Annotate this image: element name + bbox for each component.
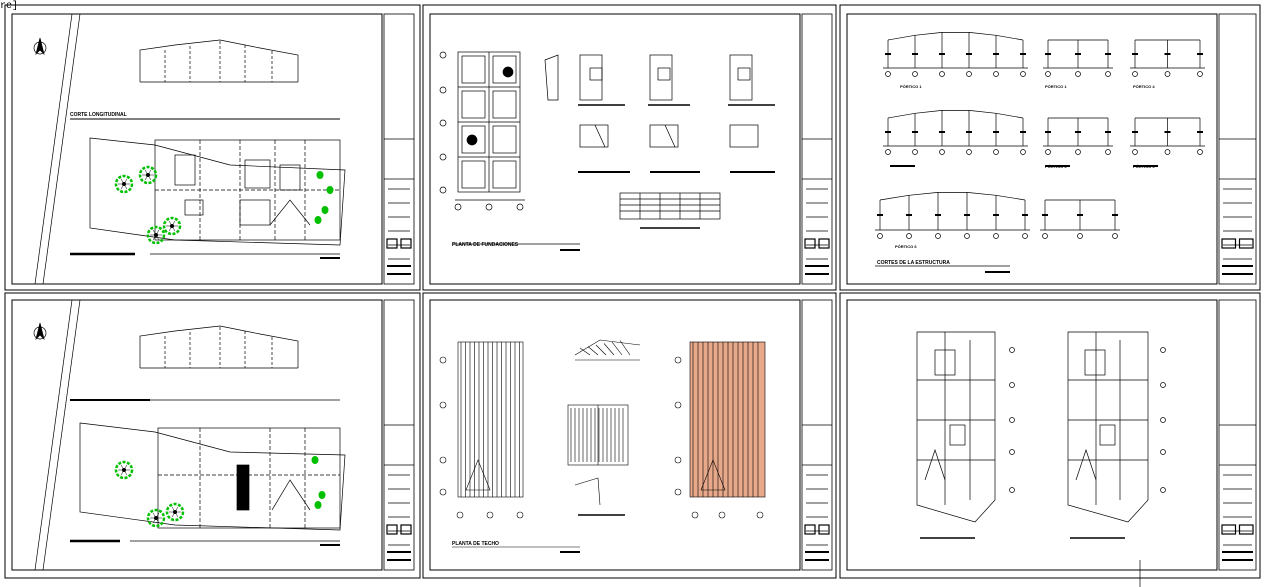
structural-frame	[883, 110, 1028, 155]
frame-label-1a: PÓRTICO 1	[900, 84, 922, 89]
frame-label-1b: PÓRTICO 1	[1045, 84, 1067, 89]
shrub-icon	[311, 456, 319, 464]
frame-label-6: PÓRTICO 6	[895, 244, 917, 249]
tree-icon	[114, 174, 134, 194]
footing-details	[578, 54, 775, 173]
shrub-icon	[314, 216, 322, 224]
structural-frame	[1130, 39, 1205, 77]
tree-icon	[114, 460, 134, 480]
structural-frame	[1130, 117, 1205, 155]
roof-hatched-area	[689, 341, 766, 498]
sheet-3-title: CORTES DE LA ESTRUCTURA	[877, 260, 950, 266]
north-arrow-icon	[33, 322, 47, 341]
sheet-frames	[4, 4, 1261, 579]
sheet-6	[916, 331, 1166, 587]
shrub-icon	[326, 186, 334, 194]
tree-icon	[162, 216, 182, 236]
sheet-4	[33, 299, 346, 571]
sheet-5-title: PLANTA DE TECHO	[452, 541, 499, 547]
frame-label-5: PÓRTICO 5	[1133, 164, 1155, 169]
frame-label-3: PÓRTICO 3	[1045, 164, 1067, 169]
sheet-2	[439, 51, 775, 251]
north-arrow-icon	[33, 37, 47, 56]
shrub-icon	[314, 501, 322, 509]
tree-icon	[146, 225, 166, 245]
sheet-3	[875, 265, 1010, 273]
sheet-3-frames	[875, 32, 1205, 239]
title-block	[383, 13, 415, 285]
sheet-1	[33, 13, 346, 285]
title-blocks	[383, 13, 1257, 571]
window-corner-fragment: re]	[0, 1, 19, 12]
foundation-schedule-table	[619, 192, 721, 229]
structural-frame	[1040, 199, 1120, 239]
floor-plan-left	[916, 331, 996, 539]
structural-frame	[883, 32, 1028, 77]
shrub-icon	[318, 491, 326, 499]
structural-frame	[1043, 39, 1113, 77]
sheet-1-title: CORTE LONGITUDINAL	[70, 112, 127, 118]
vegetation	[114, 165, 334, 528]
tree-icon	[146, 508, 166, 528]
frame-label-4: PÓRTICO 4	[1133, 84, 1155, 89]
tree-icon	[138, 165, 158, 185]
longitudinal-section	[139, 39, 299, 83]
title-block	[801, 299, 833, 571]
frame-labels: PÓRTICO 1 PÓRTICO 1 PÓRTICO 4 PÓRTICO 3 …	[895, 84, 1155, 249]
structural-frame	[875, 192, 1030, 239]
longitudinal-section	[139, 325, 299, 369]
title-block	[1218, 299, 1257, 571]
title-block	[383, 299, 415, 571]
tree-icon	[165, 502, 185, 522]
shrub-icon	[316, 171, 324, 179]
shrub-icon	[321, 206, 329, 214]
floor-plan-right	[1067, 331, 1149, 539]
sheet-5	[439, 339, 766, 553]
title-block	[1218, 13, 1257, 285]
title-block	[801, 13, 833, 285]
grid-bubbles	[1009, 347, 1166, 493]
sheet-2-title: PLANTA DE FUNDACIONES	[452, 242, 519, 248]
structural-frame	[1043, 117, 1113, 155]
